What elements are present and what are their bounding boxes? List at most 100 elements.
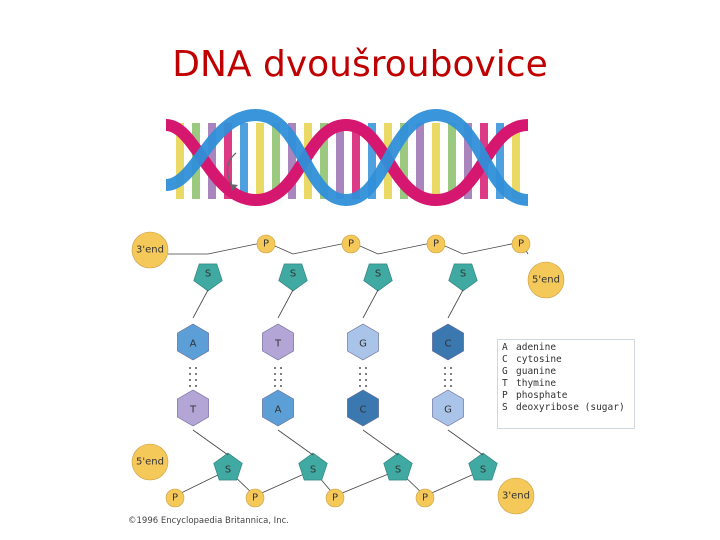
- helix-rung: [448, 123, 456, 199]
- svg-text:P: P: [263, 239, 269, 250]
- svg-text:T: T: [274, 339, 282, 350]
- svg-text:P: P: [172, 493, 178, 504]
- svg-text:P: P: [252, 493, 258, 504]
- base-bottom: C: [347, 389, 379, 427]
- sugar-node: S: [193, 263, 223, 292]
- legend-key: C: [502, 354, 508, 365]
- svg-text:3'end: 3'end: [502, 491, 530, 502]
- helix-rung: [368, 123, 376, 199]
- helix-rung: [272, 123, 280, 199]
- helix-rung: [336, 123, 344, 199]
- phosphate-node: P: [341, 234, 361, 254]
- helix-rung: [208, 123, 216, 199]
- legend-text: guanine: [516, 366, 557, 377]
- base-pair: TA: [262, 289, 314, 456]
- strand-end: 3'end: [131, 231, 169, 269]
- helix-rung: [176, 123, 184, 199]
- svg-text:S: S: [225, 465, 231, 476]
- legend-key: G: [502, 366, 508, 377]
- page-title: DNA dvoušroubovice: [172, 44, 548, 85]
- svg-text:A: A: [275, 405, 282, 416]
- helix-rung: [352, 123, 360, 199]
- sugar-node: S: [298, 452, 328, 481]
- svg-text:G: G: [359, 339, 367, 350]
- svg-text:G: G: [444, 405, 452, 416]
- legend-text: phosphate: [516, 390, 568, 401]
- helix-rung: [320, 123, 328, 199]
- phosphate-node: P: [256, 234, 276, 254]
- sugar-node: S: [278, 263, 308, 292]
- phosphate-node: P: [245, 488, 265, 508]
- legend-text: cytosine: [516, 354, 562, 365]
- svg-text:A: A: [190, 339, 197, 350]
- svg-text:T: T: [189, 405, 197, 416]
- base-bottom: A: [262, 389, 294, 427]
- base-top: G: [347, 323, 379, 361]
- helix-rung: [288, 123, 296, 199]
- strand-ends: 3'end 5'end 5'end 3'end: [131, 231, 565, 515]
- svg-text:5'end: 5'end: [136, 457, 164, 468]
- base-pair: CG: [432, 289, 484, 456]
- svg-text:P: P: [433, 239, 439, 250]
- helix-rung: [464, 123, 472, 199]
- legend-key: S: [502, 402, 508, 413]
- sugar-node: S: [468, 452, 498, 481]
- strand-end: 5'end: [527, 261, 565, 299]
- sugar-node: S: [363, 263, 393, 292]
- phosphate-node: P: [415, 488, 435, 508]
- svg-text:C: C: [360, 405, 367, 416]
- helix-rung: [240, 123, 248, 199]
- dna-helix-illustration: [164, 108, 529, 207]
- base-pair: GC: [347, 289, 399, 456]
- svg-text:S: S: [375, 269, 381, 280]
- svg-text:P: P: [332, 493, 338, 504]
- svg-text:P: P: [422, 493, 428, 504]
- sugar-node: S: [448, 263, 478, 292]
- legend-key: T: [502, 378, 508, 389]
- svg-text:S: S: [310, 465, 316, 476]
- helix-rung: [224, 123, 232, 199]
- phosphate-node: P: [426, 234, 446, 254]
- helix-rung: [400, 123, 408, 199]
- helix-strand-pink: [164, 118, 529, 207]
- legend-key: A: [502, 342, 508, 353]
- svg-text:P: P: [348, 239, 354, 250]
- base-bottom: G: [432, 389, 464, 427]
- base-top: A: [177, 323, 209, 361]
- base-top: C: [432, 323, 464, 361]
- helix-strand-blue: [165, 108, 529, 207]
- legend-text: deoxyribose (sugar): [516, 402, 625, 413]
- strand-end: 5'end: [131, 443, 169, 481]
- sugar-node: S: [383, 452, 413, 481]
- legend-text: adenine: [516, 342, 557, 353]
- svg-text:C: C: [445, 339, 452, 350]
- svg-text:3'end: 3'end: [136, 245, 164, 256]
- svg-text:P: P: [518, 239, 524, 250]
- legend-key: P: [502, 390, 508, 401]
- helix-rung: [432, 123, 440, 199]
- phosphate-node: P: [325, 488, 345, 508]
- backbone-top: P P P P S S S S: [168, 234, 531, 292]
- helix-rung: [512, 123, 520, 199]
- base-bottom: T: [177, 389, 209, 427]
- svg-text:S: S: [395, 465, 401, 476]
- strand-end: 3'end: [497, 477, 535, 515]
- backbone-bottom: S S S S P P P P: [165, 452, 498, 508]
- legend-text: thymine: [516, 378, 557, 389]
- svg-text:S: S: [480, 465, 486, 476]
- helix-rung: [496, 123, 504, 199]
- svg-text:S: S: [290, 269, 296, 280]
- base-pair: AT: [177, 289, 229, 456]
- rotation-arrowhead-icon: [230, 184, 238, 191]
- sugar-node: S: [213, 452, 243, 481]
- svg-text:S: S: [460, 269, 466, 280]
